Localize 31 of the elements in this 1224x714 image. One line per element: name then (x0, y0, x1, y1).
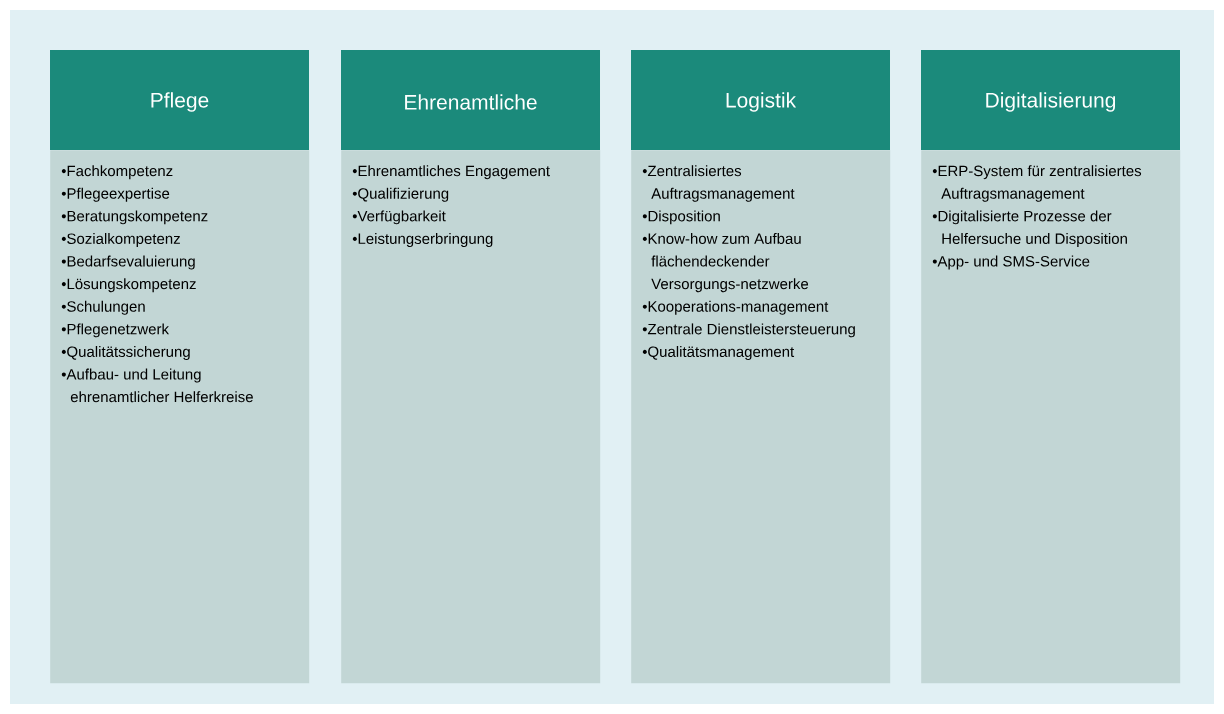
bullet-item: •Bedarfsevaluierung (61, 255, 195, 270)
bullet-item: •Fachkompetenz (61, 165, 173, 180)
bullet-item: •Schulungen (61, 300, 145, 315)
node-label: Ehrenamtliche (405, 94, 537, 110)
bullet-item: •Kooperations-management (642, 300, 829, 315)
node-label: Logistik (726, 92, 797, 112)
node-label: Digitalisierung (986, 92, 1116, 112)
bullet-item: •Lösungskompetenz (61, 278, 196, 293)
category-column: Pflege •Fachkompetenz •Pflegeexpertise •Beratungskompetenz •Sozialkompetenz •Bedarfsevaluierung •Lösungskompetenz •Schulungen •Pflegenetzwerk •Qualitätssicherung •Aufbau- und Leitung ehrenamtlicher Helferkreise (50, 50, 310, 684)
category-column: Logistik •Zentralisiertes Auftragsmanagement •Disposition •Know-how zum Aufbau flächendeckender Versorgungs-netzwerke •Kooperations-management •Zentrale Dienstleistersteuerung •Qualitätsmanagement (631, 50, 891, 684)
bullet-item: •ERP-System für zentralisiertes Auftragsmanagement (932, 165, 1142, 202)
bullet-item: •Aufbau- und Leitung ehrenamtlicher Helferkreise (61, 368, 253, 403)
bullet-item: •Disposition (642, 210, 720, 225)
category-column: Ehrenamtliche •Ehrenamtliches Engagement •Qualifizierung •Verfügbarkeit •Leistungserbringung (341, 50, 601, 684)
bullet-item: •Know-how zum Aufbau flächendeckender Versorgungs-netzwerke (642, 233, 809, 293)
bullet-item: •App- und SMS-Service (932, 255, 1090, 270)
bullet-item: •Zentralisiertes Auftragsmanagement (642, 165, 795, 202)
bullet-item: •Pflegenetzwerk (61, 323, 169, 338)
bullet-item: •Qualifizierung (352, 187, 449, 202)
bullet-item: •Beratungskompetenz (61, 210, 208, 225)
bullet-item: •Qualitätssicherung (61, 346, 190, 360)
bullet-item: •Leistungserbringung (352, 233, 493, 247)
category-column: Digitalisierung •ERP-System für zentralisiertes Auftragsmanagement •Digitalisierte Prozesse der Helfersuche und Disposition •App- und SMS-Service (921, 50, 1181, 684)
bullet-item: •Zentrale Dienstleistersteuerung (642, 323, 855, 338)
node-label: Pflege (151, 92, 209, 112)
bullet-item: •Qualitätsmanagement (642, 346, 795, 360)
bullet-item: •Ehrenamtliches Engagement (352, 165, 550, 180)
bullet-item: •Pflegeexpertise (61, 187, 170, 202)
bullet-item: •Digitalisierte Prozesse der Helfersuche und Disposition (932, 210, 1127, 247)
bullet-item: •Verfügbarkeit (352, 210, 446, 225)
bullet-item: •Sozialkompetenz (61, 233, 180, 247)
